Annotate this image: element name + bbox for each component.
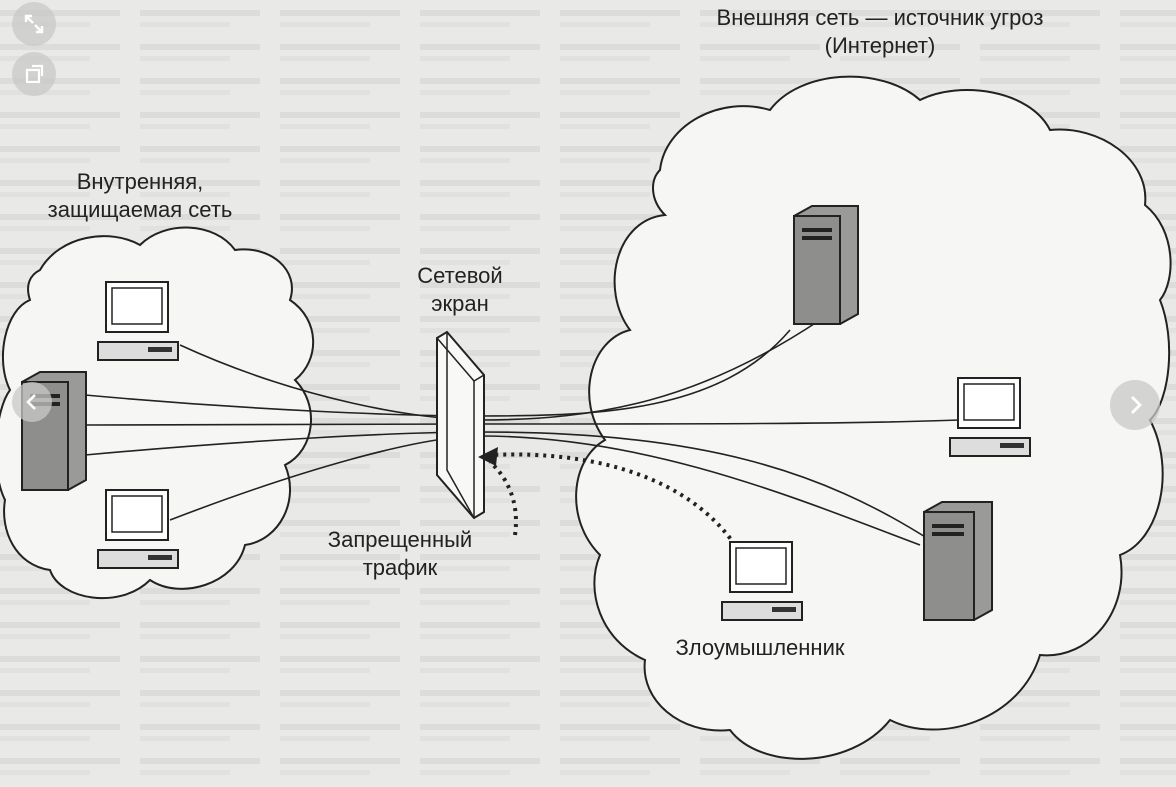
link-pc3-server2	[169, 435, 921, 546]
firewall-slab	[436, 330, 485, 520]
internal-network-cloud	[0, 226, 315, 600]
external-label-line1: Внешняя сеть — источник угроз	[716, 5, 1044, 30]
blocked-traffic-label: Запрещенный трафик	[300, 526, 500, 582]
external-server-bottom	[923, 501, 993, 621]
blocked-traffic-arrows	[488, 452, 737, 547]
chevron-right-icon[interactable]	[1110, 380, 1160, 430]
attacker-pc	[721, 541, 803, 621]
blocked-label-arrow	[488, 460, 518, 536]
share-icon[interactable]	[12, 52, 56, 96]
internal-label-line2: защищаемая сеть	[47, 197, 233, 222]
external-pc-right	[949, 377, 1031, 457]
external-server-top	[793, 205, 859, 325]
blocked-label-line1: Запрещенный	[327, 527, 473, 552]
external-network-label: Внешняя сеть — источник угроз (Интернет)	[660, 4, 1100, 60]
internal-label-line1: Внутренняя,	[76, 169, 204, 194]
firewall-label: Сетевой экран	[390, 262, 530, 318]
firewall-label-line2: экран	[431, 291, 489, 316]
arrowhead	[478, 447, 498, 466]
firewall-label-line1: Сетевой	[417, 263, 503, 288]
internal-pc-bottom	[97, 489, 179, 569]
attacker-label: Злоумышленник	[675, 635, 845, 660]
internal-pc-top	[97, 281, 179, 361]
chevron-left-icon[interactable]	[12, 382, 52, 422]
expand-icon[interactable]	[12, 2, 56, 46]
external-label-line2: (Интернет)	[824, 33, 936, 58]
internal-network-label: Внутренняя, защищаемая сеть	[10, 168, 270, 224]
blocked-label-line2: трафик	[362, 555, 438, 580]
